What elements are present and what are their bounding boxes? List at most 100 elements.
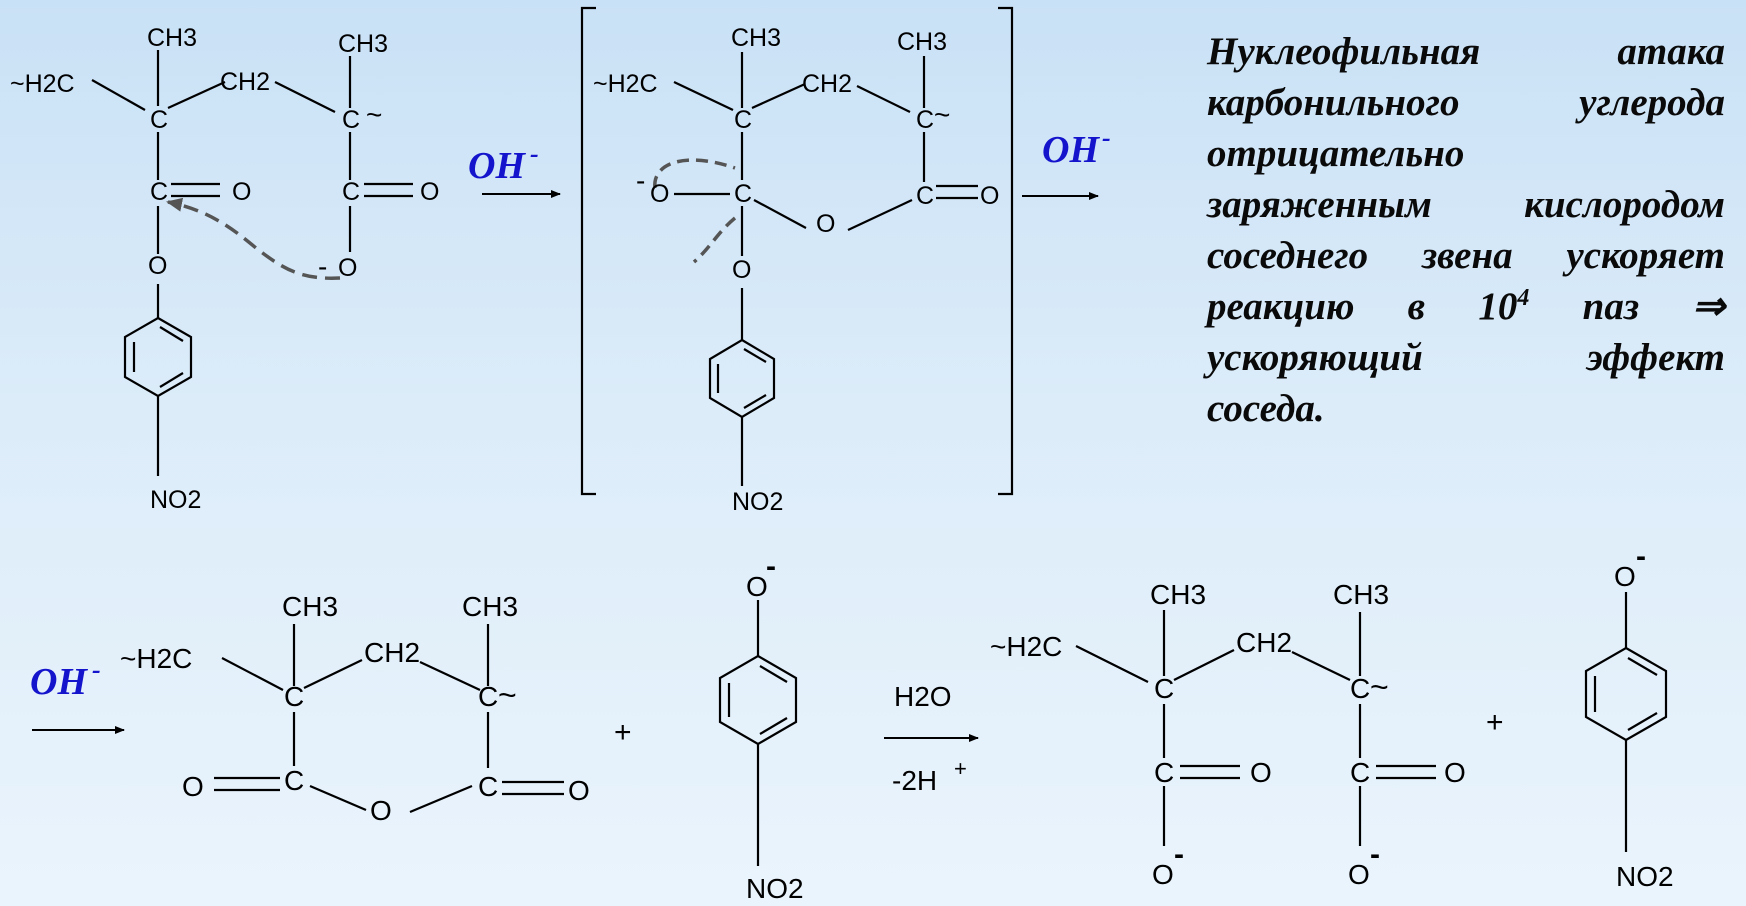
description-line: реакцию в 104 паз ⇒ [1207, 281, 1725, 332]
ch3-label: CH3 [462, 591, 518, 622]
carbon-label: C [734, 106, 752, 134]
structure-4-p-nitrophenolate: O - NO2 [718, 550, 804, 904]
charge-label: + [954, 756, 967, 781]
plus-sign: + [1486, 706, 1504, 739]
oxygen-label: O [650, 180, 669, 208]
carbon-label: C [478, 771, 498, 802]
charge-label: - [92, 655, 101, 684]
carbon-label: C [734, 180, 752, 208]
charge-label: - [318, 251, 327, 282]
carbon-label: C [150, 178, 168, 206]
structure-5-dicarboxylate: CH3 CH3 ~H2C CH2 C C ~ C C O O O - O - [990, 579, 1466, 890]
no2-label: NO2 [1616, 861, 1674, 892]
oxygen-label: O [746, 571, 768, 602]
ch3-label: CH3 [897, 28, 947, 56]
ch2-label: CH2 [1236, 627, 1292, 658]
oxygen-label: O [338, 254, 357, 282]
charge-label: - [1636, 540, 1646, 573]
oxygen-label: O [148, 252, 167, 280]
oh-label: OH [468, 145, 526, 187]
ch3-label: CH3 [147, 24, 197, 52]
ch3-label: CH3 [731, 24, 781, 52]
structure-2-tetrahedral-intermediate: CH3 CH3 ~H2C CH2 C C ~ C C O - O O O NO2 [580, 6, 1014, 516]
h2c-label: ~H2C [990, 631, 1062, 662]
structure-3-cyclic-anhydride: CH3 CH3 ~H2C CH2 C C ~ C C O O O [120, 591, 590, 826]
description-line: отрицательно [1207, 132, 1465, 175]
carbon-label: C [1154, 673, 1174, 704]
charge-label: - [530, 139, 539, 168]
structure-6-p-nitrophenolate: O - NO2 [1584, 540, 1674, 892]
minus-2h-label: -2H [892, 765, 937, 796]
no2-label: NO2 [732, 488, 783, 516]
ch3-label: CH3 [1150, 579, 1206, 610]
structure-1-polymer-ester: CH3 CH3 ~H2C CH2 C C ~ C C O O O O - NO2 [10, 24, 439, 514]
oxygen-label: O [816, 210, 835, 238]
description-line: карбонильного углерода [1207, 81, 1725, 124]
description-line: соседа. [1207, 387, 1325, 430]
tilde-label: ~ [366, 99, 382, 130]
carbon-label: C [342, 178, 360, 206]
electron-shift-arrow [653, 158, 736, 189]
charge-label: - [1102, 123, 1111, 152]
description-line: ускоряющий эффект [1207, 336, 1725, 379]
reaction-arrow-3: OH - [30, 655, 125, 734]
exponent: 4 [1517, 285, 1530, 311]
h2o-label: H2O [894, 681, 952, 712]
carbon-label: C [478, 681, 498, 712]
oxygen-label: O [232, 178, 251, 206]
description-fragment: паз ⇒ [1529, 285, 1725, 328]
description-line: Нуклеофильная атака [1207, 30, 1725, 73]
ch3-label: CH3 [338, 30, 388, 58]
tilde-label: ~ [934, 99, 950, 130]
ch2-label: CH2 [220, 68, 270, 96]
h2c-label: ~H2C [593, 70, 658, 98]
tilde-label: ~ [498, 677, 517, 713]
charge-label: - [636, 165, 645, 196]
reaction-arrow-1: OH - [468, 139, 561, 198]
carbon-label: C [1350, 673, 1370, 704]
oxygen-label: O [1250, 757, 1272, 788]
carbon-label: C [916, 182, 934, 210]
carbon-label: C [1350, 757, 1370, 788]
description-text: Нуклеофильная атака карбонильного углеро… [1207, 26, 1725, 434]
reaction-arrow-2: OH - [1022, 123, 1111, 200]
oxygen-label: O [182, 771, 204, 802]
ch3-label: CH3 [282, 591, 338, 622]
oxygen-label: O [370, 795, 392, 826]
description-line: соседнего звена ускоряет [1207, 234, 1725, 277]
reaction-arrow-4: H2O -2H + [884, 681, 979, 796]
carbon-label: C [150, 106, 168, 134]
electron-shift-arrow [692, 216, 737, 264]
h2c-label: ~H2C [120, 643, 192, 674]
oxygen-label: O [980, 182, 999, 210]
carbon-label: C [284, 765, 304, 796]
carbon-label: C [342, 106, 360, 134]
ch3-label: CH3 [1333, 579, 1389, 610]
oxygen-label: O [420, 178, 439, 206]
charge-label: - [1174, 838, 1184, 871]
oh-label: OH [30, 661, 88, 703]
right-bracket [998, 6, 1014, 496]
description-line: заряженным кислородом [1207, 183, 1725, 226]
oh-label: OH [1042, 129, 1100, 171]
carbon-label: C [916, 106, 934, 134]
left-bracket [580, 6, 596, 496]
oxygen-label: O [732, 256, 751, 284]
charge-label: - [766, 550, 776, 583]
h2c-label: ~H2C [10, 70, 75, 98]
charge-label: - [1370, 838, 1380, 871]
ch2-label: CH2 [802, 70, 852, 98]
tilde-label: ~ [1370, 669, 1389, 705]
no2-label: NO2 [150, 486, 201, 514]
oxygen-label: O [1614, 561, 1636, 592]
oxygen-label: O [1152, 859, 1174, 890]
carbon-label: C [284, 681, 304, 712]
oxygen-label: O [1348, 859, 1370, 890]
no2-label: NO2 [746, 873, 804, 904]
ch2-label: CH2 [364, 637, 420, 668]
nucleophilic-attack-arrow [166, 197, 341, 280]
description-fragment: реакцию в 10 [1207, 285, 1518, 328]
oxygen-label: O [1444, 757, 1466, 788]
plus-sign: + [614, 716, 632, 749]
